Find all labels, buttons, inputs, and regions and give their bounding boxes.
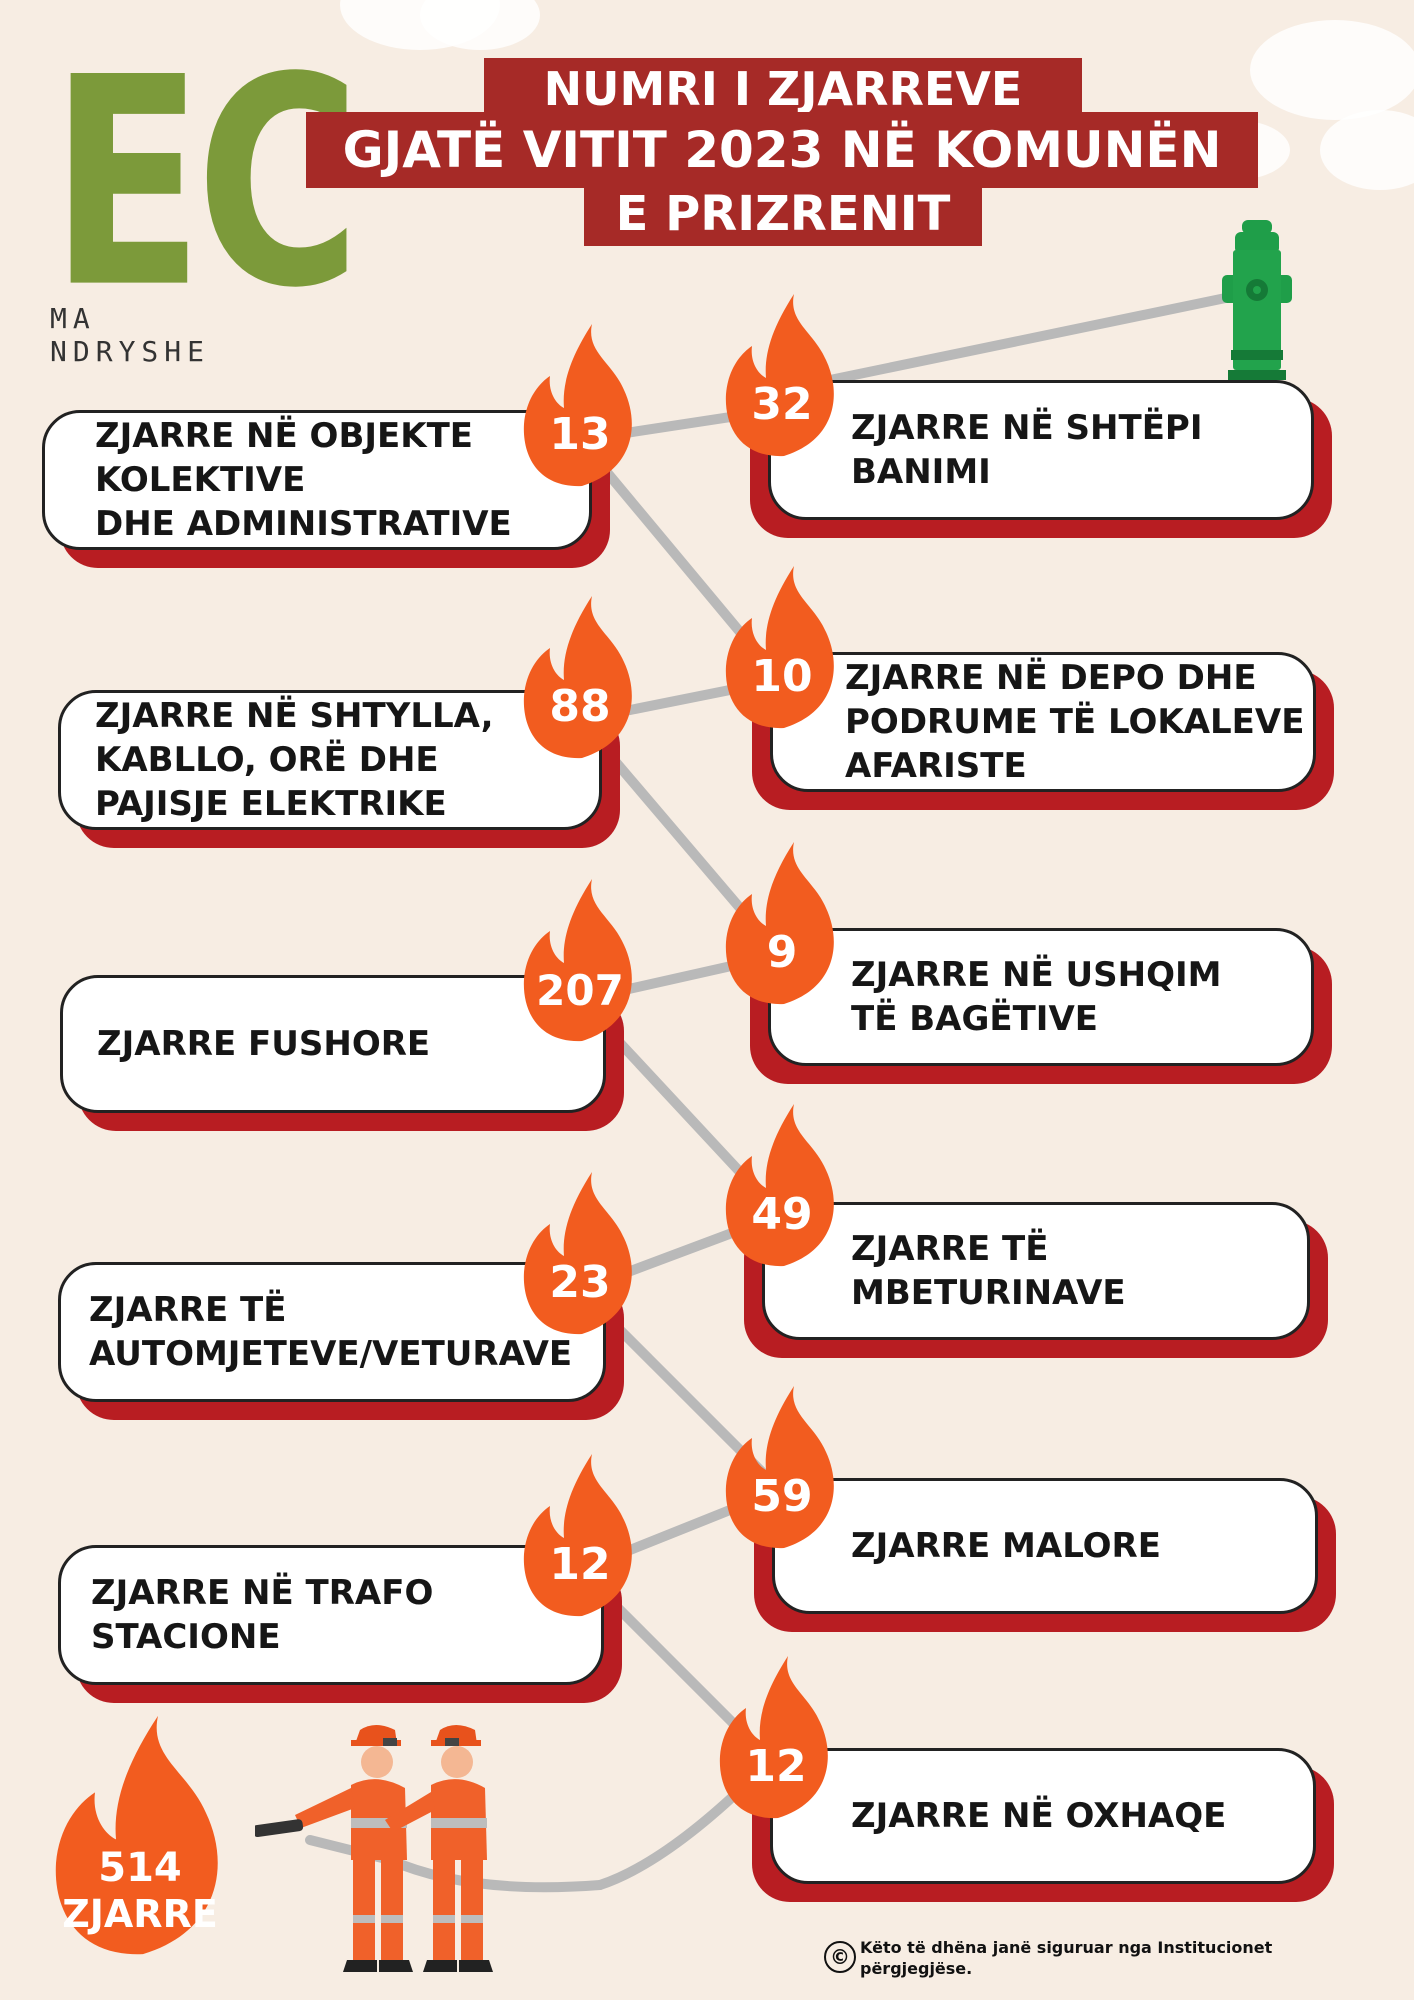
card-shtylla-kabllo: ZJARRE NË SHTYLLA, KABLLO, ORË DHE PAJIS… (58, 690, 620, 848)
flame-number: 88 (549, 681, 611, 732)
card-label: ZJARRE TË AUTOMJETEVE/VETURAVE (89, 1290, 573, 1374)
flame-badge-49: 49 (722, 1100, 842, 1270)
source-credit: © Këto të dhëna janë siguruar nga Instit… (824, 1937, 1390, 1979)
flame-icon (523, 324, 632, 487)
flame-icon (523, 1172, 632, 1335)
flame-icon (55, 1715, 218, 1955)
flame-badge-23: 23 (520, 1168, 640, 1338)
card-oxhaqe: ZJARRE NË OXHAQE (752, 1748, 1334, 1902)
flame-icon (725, 1104, 834, 1267)
card-zjarre-malore: ZJARRE MALORE (754, 1478, 1336, 1632)
flame-icon (725, 1386, 834, 1549)
flame-number: 12 (549, 1539, 611, 1590)
fire-hydrant-icon (1222, 220, 1292, 380)
flame-number: 10 (751, 651, 813, 702)
card-mbeturinave: ZJARRE TË MBETURINAVE (744, 1202, 1328, 1358)
card-label: ZJARRE FUSHORE (97, 1024, 431, 1064)
ec-logo: EC MA NDRYSHE (50, 39, 361, 368)
flame-badge-88: 88 (520, 592, 640, 762)
flame-number: 32 (751, 379, 813, 430)
credit-text: Këto të dhëna janë siguruar nga Instituc… (860, 1938, 1273, 1978)
card-label: ZJARRE MALORE (851, 1526, 1161, 1566)
flame-number: 9 (766, 927, 798, 978)
card-label: ZJARRE NË SHTYLLA, KABLLO, ORË DHE PAJIS… (95, 696, 494, 824)
flame-number: 13 (549, 409, 611, 460)
total-number: 514 (98, 1845, 182, 1891)
card-label: ZJARRE NË DEPO DHE PODRUME TË LOKALEVE A… (845, 658, 1305, 786)
flame-icon (523, 879, 632, 1042)
flame-icon (523, 596, 632, 759)
card-label: ZJARRE TË MBETURINAVE (851, 1229, 1126, 1313)
flame-badge-32: 32 (722, 290, 842, 460)
cloud-decoration (1250, 20, 1414, 120)
flame-badge-12-trafo: 12 (520, 1450, 640, 1620)
total-label: ZJARRE (62, 1892, 218, 1936)
flame-icon (725, 566, 834, 729)
card-shtepi-banimi: ZJARRE NË SHTËPI BANIMI (750, 380, 1332, 538)
flame-number: 207 (536, 966, 624, 1015)
flame-badge-59: 59 (722, 1382, 842, 1552)
flame-icon (725, 294, 834, 457)
title-line-2: GJATË VITIT 2023 NË KOMUNËN (306, 112, 1258, 188)
card-label: ZJARRE NË OXHAQE (851, 1796, 1227, 1836)
flame-badge-9: 9 (722, 838, 842, 1008)
card-automjeteve: ZJARRE TË AUTOMJETEVE/VETURAVE (58, 1262, 624, 1420)
card-label: ZJARRE NË SHTËPI BANIMI (851, 408, 1203, 492)
flame-icon (523, 1454, 632, 1617)
logo-tagline: MA NDRYSHE (50, 302, 211, 368)
flame-icon (719, 1656, 828, 1819)
card-ushqim-bagetive: ZJARRE NË USHQIM TË BAGËTIVE (750, 928, 1332, 1084)
flame-number: 23 (549, 1257, 611, 1308)
card-label: ZJARRE NË USHQIM TË BAGËTIVE (851, 955, 1222, 1039)
title-line-3: E PRIZRENIT (584, 182, 982, 246)
flame-number: 49 (751, 1189, 813, 1240)
copyright-icon: © (824, 1941, 856, 1973)
flame-number: 12 (745, 1741, 807, 1792)
flame-icon (725, 842, 834, 1005)
card-depo-podrume: ZJARRE NË DEPO DHE PODRUME TË LOKALEVE A… (752, 652, 1334, 810)
card-label: ZJARRE NË OBJEKTE KOLEKTIVE DHE ADMINIST… (95, 416, 512, 544)
flame-badge-207: 207 (520, 875, 640, 1045)
flame-number: 59 (751, 1471, 813, 1522)
card-objekte-kolektive: ZJARRE NË OBJEKTE KOLEKTIVE DHE ADMINIST… (42, 410, 610, 568)
flame-badge-10: 10 (722, 562, 842, 732)
firefighters-illustration (255, 1725, 493, 1972)
flame-badge-12-oxhaqe: 12 (716, 1652, 836, 1822)
card-trafo-stacione: ZJARRE NË TRAFO STACIONE (58, 1545, 622, 1703)
title-line-1: NUMRI I ZJARREVE (484, 58, 1082, 120)
flame-badge-13: 13 (520, 320, 640, 490)
total-fires-badge: 514 ZJARRE (50, 1710, 230, 1960)
card-label: ZJARRE NË TRAFO STACIONE (91, 1573, 434, 1657)
cloud-decoration (1320, 110, 1414, 190)
